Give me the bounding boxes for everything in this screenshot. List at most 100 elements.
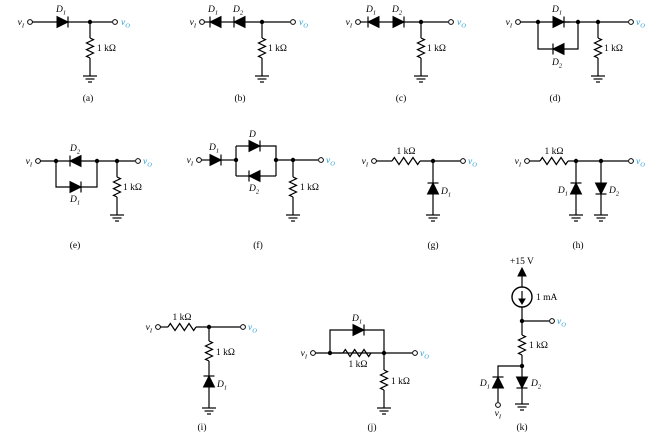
input-label-vi: vI [506,18,513,30]
terminal [495,402,501,408]
resistor [593,37,603,59]
diode-label-d1: D1 [440,187,451,199]
output-label-vo: vO [468,157,477,169]
diode [209,153,223,167]
resistor [204,340,214,362]
diode-label-d2: D2 [530,379,542,391]
output-label-vo: vO [326,156,335,168]
input-label-vi: vI [495,409,502,421]
terminal [460,158,466,164]
terminal [318,157,324,163]
caption-e: (e) [70,240,81,251]
input-label-vi: vI [515,157,522,169]
diode-label-d2: D2 [551,58,563,70]
wire [564,22,579,50]
resistor [391,156,421,166]
input-label-vi: vI [187,156,194,168]
current-source-label: 1 mA [536,293,558,303]
terminal [35,158,41,164]
diode-label-d1: D1 [207,5,218,17]
diode [366,15,380,29]
ground-icon [83,70,97,83]
diode-label-d1: D1 [55,5,66,17]
diode [426,181,440,195]
terminal [412,350,418,356]
diode [69,180,83,194]
diode [247,169,261,183]
diode [232,15,246,29]
ground-icon [515,398,529,411]
diode [68,154,82,168]
wire [537,22,553,50]
current-source-icon [511,286,533,308]
diode [551,42,565,56]
ground-icon [202,402,216,415]
resistor [257,37,267,59]
terminal [290,19,296,25]
ground-icon [377,402,391,415]
output-label-vo: vO [636,157,645,169]
ground-icon [255,70,269,83]
diode [202,374,216,388]
supply-label: +15 V [510,257,534,267]
resistor-label: 1 kΩ [123,183,142,193]
resistor [288,176,298,198]
junction-node [575,19,581,25]
diode-label-d2: D2 [248,184,260,196]
diode-label-d1: D1 [551,5,562,17]
ground-icon [594,209,608,222]
caption-h: (h) [572,240,583,251]
resistor-label: 1 kΩ [173,313,192,323]
output-label-vo: vO [636,18,645,30]
terminal [112,19,118,25]
resistor [379,369,389,391]
diode-label-d2: D2 [69,144,81,156]
output-label-vo: vO [299,18,308,30]
wire [81,161,98,188]
input-label-vi: vI [18,18,25,30]
diode [392,15,406,29]
wire [260,145,277,176]
output-label-vo: vO [121,18,130,30]
diode-label-d3: D [248,130,256,140]
diode [552,15,566,29]
resistor-label: 1 kΩ [391,377,410,387]
output-label-vo: vO [248,323,257,335]
diode-label-d1: D1 [557,186,568,198]
wire [329,329,353,353]
caption-i: (i) [198,422,207,433]
ground-icon [591,70,605,83]
resistor [167,322,197,332]
ground-icon [426,209,440,222]
diode [352,323,366,337]
caption-c: (c) [396,93,407,104]
caption-k: (k) [516,422,527,433]
resistor [85,37,95,59]
terminal [549,318,555,324]
input-label-vi: vI [362,157,369,169]
input-label-vi: vI [146,323,153,335]
diode [569,181,583,195]
terminal [628,19,634,25]
wire [364,329,385,353]
caption-j: (j) [368,422,377,433]
diode-label-d1: D1 [216,380,227,392]
terminal [355,19,361,25]
resistor-label: 1 kΩ [216,348,235,358]
input-label-vi: vI [301,349,308,361]
resistor [517,334,527,356]
output-label-vo: vO [557,317,566,329]
diode [248,139,262,153]
resistor [539,156,569,166]
diode-label-d2: D2 [391,5,403,17]
wire [55,161,70,188]
resistor-label: 1 kΩ [529,341,548,351]
terminal [524,158,530,164]
resistor-label: 1 kΩ [604,44,623,54]
